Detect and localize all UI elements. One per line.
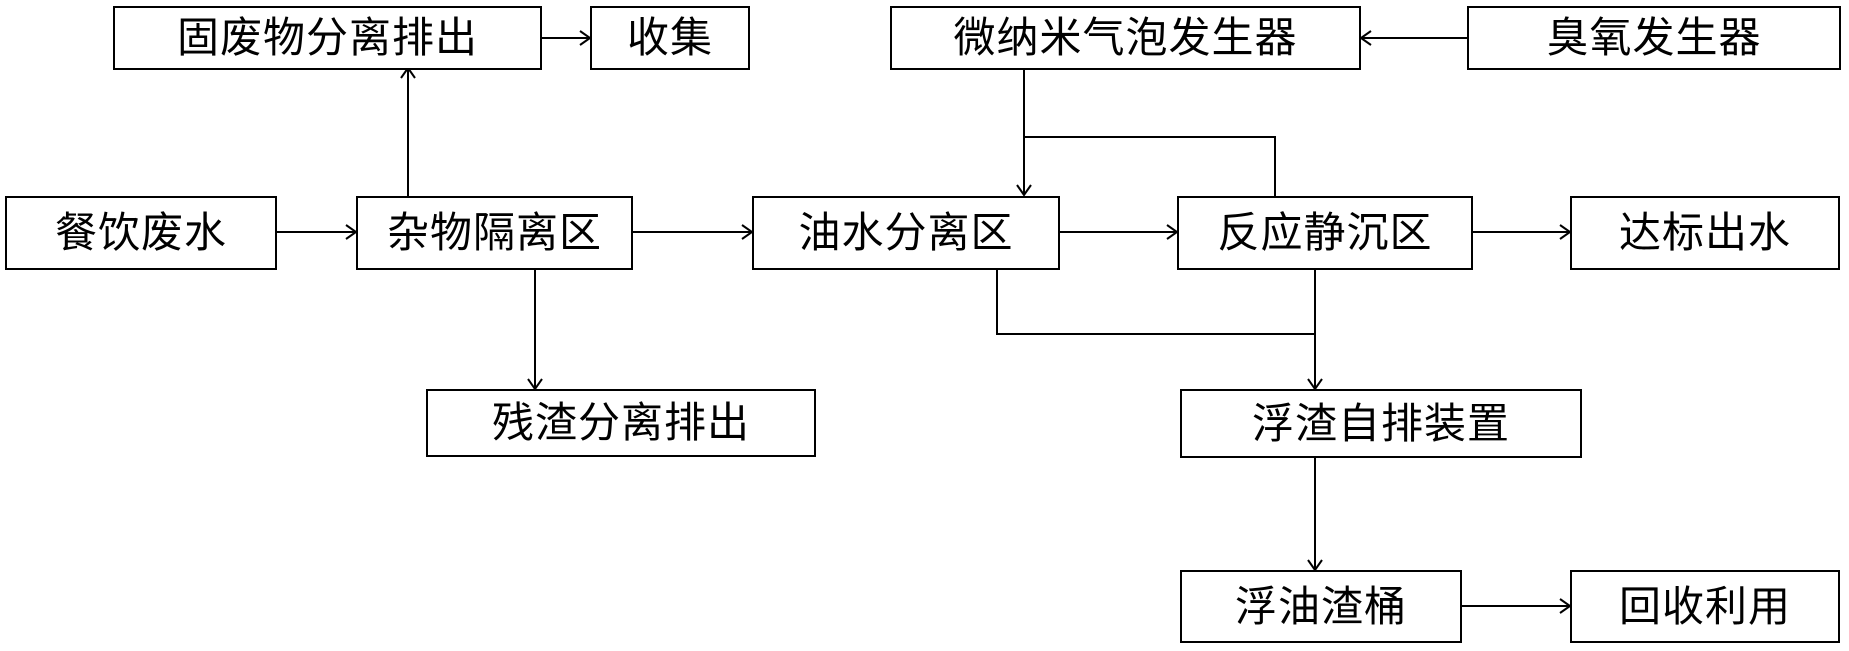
node-debris-zone: 杂物隔离区: [356, 196, 633, 270]
node-reaction-zone: 反应静沉区: [1177, 196, 1473, 270]
node-ozone: 臭氧发生器: [1467, 6, 1841, 70]
arrowhead-left: [1359, 30, 1372, 46]
node-solid-waste: 固废物分离排出: [113, 6, 542, 70]
node-oil-water-zone: 油水分离区: [752, 196, 1060, 270]
node-collect: 收集: [590, 6, 750, 70]
arrow-bubble-to-oilwater-and-reaction: [1023, 69, 1276, 197]
node-catering-water: 餐饮废水: [5, 196, 277, 270]
node-micro-bubble: 微纳米气泡发生器: [890, 6, 1361, 70]
arrowhead-down: [1016, 184, 1032, 197]
node-effluent: 达标出水: [1570, 196, 1840, 270]
node-recycle: 回收利用: [1570, 570, 1840, 643]
node-residue: 残渣分离排出: [426, 389, 816, 457]
arrow-oilwater-to-scum: [996, 269, 1316, 335]
node-scum-device: 浮渣自排装置: [1180, 389, 1582, 458]
node-oil-bucket: 浮油渣桶: [1180, 570, 1462, 643]
